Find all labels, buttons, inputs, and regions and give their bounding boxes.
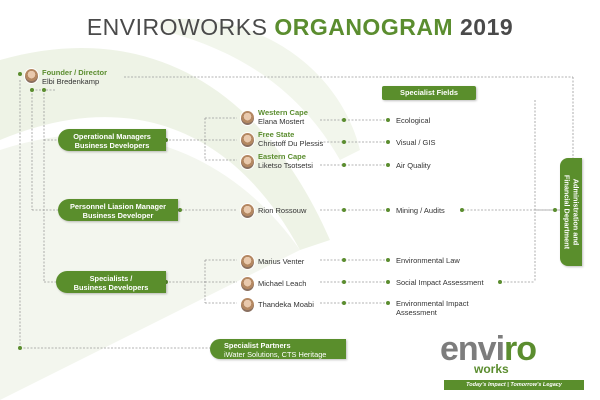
connector-dot (42, 88, 46, 92)
connector-dot (342, 258, 346, 262)
admin-department-box: Administration and Financial Department (560, 158, 582, 266)
connector-dot (553, 208, 557, 212)
founder-card: Founder / Director Elbi Bredenkamp (42, 68, 107, 86)
founder-role: Founder / Director (42, 68, 108, 77)
field-line1: Environmental Impact (396, 299, 469, 308)
connector-dot (386, 301, 390, 305)
specialist-partners-box: Specialist Partners iWater Solutions, CT… (210, 339, 346, 359)
specialist-name: Marius Venter (258, 257, 305, 266)
region-person: Liketso Tsotsetsi (258, 161, 313, 170)
liaison-name: Rion Rossouw (258, 206, 307, 215)
operational-line1: Operational Managers (73, 132, 151, 141)
region-name: Free State (258, 130, 295, 139)
connector-dot (18, 72, 22, 76)
region-person: Elana Mostert (258, 117, 305, 126)
liaison-avatar (240, 203, 255, 219)
region-avatar (240, 110, 255, 126)
connector-dot (342, 208, 346, 212)
logo-word-b: r (504, 330, 517, 368)
title-highlight: ORGANOGRAM (274, 14, 454, 40)
admin-line2: Financial Department (563, 174, 572, 250)
operational-managers-box: Operational Managers Business Developers (58, 129, 166, 151)
field-label: Visual / GIS (396, 138, 436, 147)
specialist-avatar (240, 276, 255, 292)
founder-name: Elbi Bredenkamp (42, 77, 100, 86)
connector-dot (386, 280, 390, 284)
founder-avatar (24, 68, 39, 84)
connector-dot (498, 280, 502, 284)
specialist-name: Thandeka Moabi (258, 300, 314, 309)
specialist-fields-label: Specialist Fields (382, 86, 476, 100)
liaison-line1: Personnel Liasion Manager (69, 202, 167, 211)
connector-dot (342, 163, 346, 167)
specialist-avatar (240, 297, 255, 313)
title-year: 2019 (459, 14, 514, 40)
field-label: Ecological (396, 116, 431, 125)
partners-line2: iWater Solutions, CTS Heritage (224, 350, 327, 359)
region-name: Eastern Cape (258, 152, 306, 161)
field-label: Mining / Audits (396, 206, 445, 215)
connector-dot (386, 258, 390, 262)
connector-dot (18, 346, 22, 350)
specialists-box: Specialists / Business Developers (56, 271, 166, 293)
liaison-manager-box: Personnel Liasion Manager Business Devel… (58, 199, 178, 221)
field-line2: Assessment (396, 308, 437, 317)
enviroworks-logo: enviro works Today's Impact | Tomorrow's… (440, 332, 586, 392)
operational-line2: Business Developers (74, 141, 150, 150)
region-card: Eastern Cape Liketso Tsotsetsi (258, 152, 313, 170)
connector-dot (386, 208, 390, 212)
specialist-name: Michael Leach (258, 279, 307, 288)
field-label: Environmental Impact Assessment (396, 299, 469, 317)
page-title: ENVIROWORKS ORGANOGRAM 2019 (0, 14, 600, 41)
liaison-line2: Business Developer (82, 211, 154, 220)
region-card: Western Cape Elana Mostert (258, 108, 308, 126)
connector-dot (386, 118, 390, 122)
admin-line1: Administration and (571, 178, 581, 246)
region-person: Christoff Du Plessis (258, 139, 324, 148)
partners-line1: Specialist Partners (224, 341, 291, 350)
specialist-avatar (240, 254, 255, 270)
region-card: Free State Christoff Du Plessis (258, 130, 323, 148)
region-avatar (240, 132, 255, 148)
specialists-line1: Specialists / (89, 274, 133, 283)
field-label: Social Impact Assessment (396, 278, 484, 287)
region-avatar (240, 154, 255, 170)
connector-dot (386, 163, 390, 167)
connector-dot (342, 140, 346, 144)
logo-word-a: envi (440, 330, 505, 368)
connector-dot (342, 280, 346, 284)
connector-dot (342, 301, 346, 305)
logo-tagline: Today's Impact | Tomorrow's Legacy (444, 380, 584, 390)
specialists-line2: Business Developers (73, 283, 149, 292)
connector-dot (178, 208, 182, 212)
connector-dot (342, 118, 346, 122)
logo-wordmark: enviro (440, 332, 586, 366)
connector-dot (386, 140, 390, 144)
field-label: Air Quality (396, 161, 431, 170)
title-brand: ENVIROWORKS (86, 14, 268, 40)
region-name: Western Cape (258, 108, 308, 117)
connector-dot (460, 208, 464, 212)
connector-dot (30, 88, 34, 92)
logo-word-c: o (516, 330, 537, 368)
logo-sub: works (474, 362, 509, 376)
field-label: Environmental Law (396, 256, 460, 265)
